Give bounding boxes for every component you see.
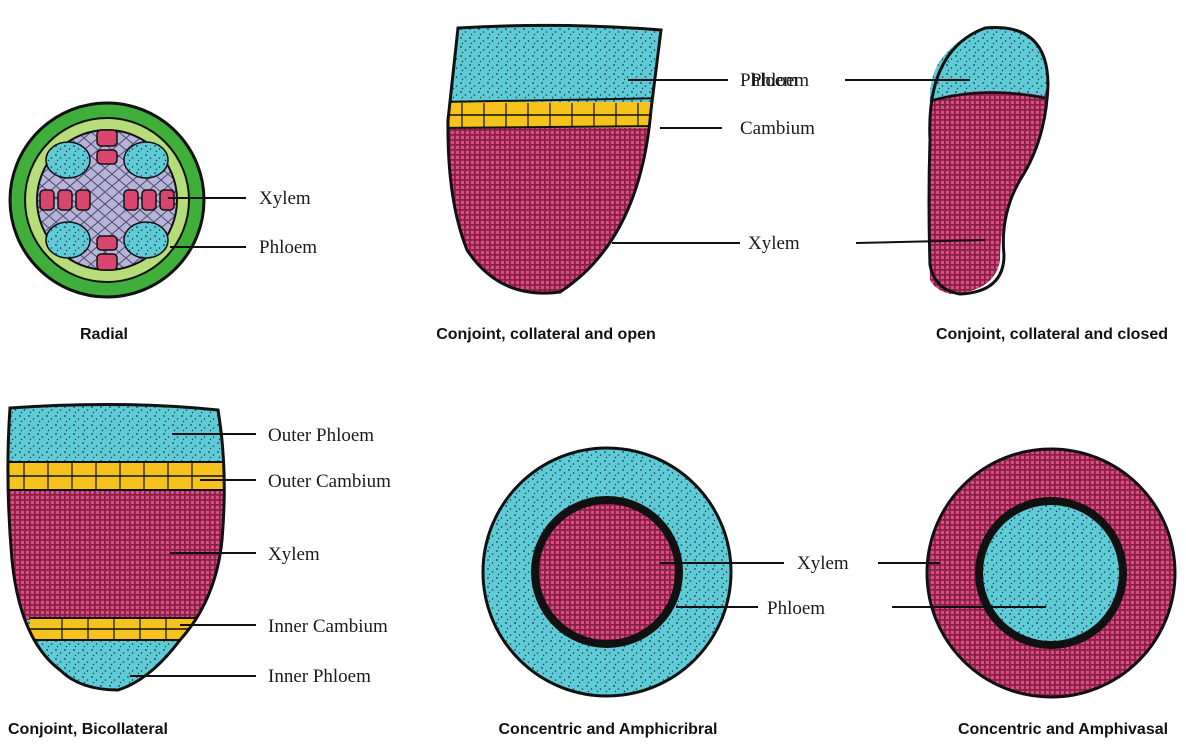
bi-outer-cambium-label: Outer Cambium [268,471,391,492]
amphicribral-xylem-core [535,500,679,644]
amphicribral-xylem-label: Xylem [797,553,849,574]
amphivasal-phloem-core [979,501,1123,645]
closed-caption: Conjoint, collateral and closed [936,326,1168,343]
radial-phloem-patch [46,142,90,178]
radial-caption: Radial [80,326,128,343]
radial-bundle: Xylem Phloem Radial [10,103,317,343]
radial-phloem-label: Phloem [259,237,317,258]
open-xylem-label: Xylem [748,233,800,254]
open-cambium-label: Cambium [740,118,815,139]
collateral-closed-bundle: Phloem Conjoint, collateral and closed [751,0,1168,343]
bi-outer-phloem-label: Outer Phloem [268,425,374,446]
amphicribral-phloem-label: Phloem [767,598,825,619]
closed-phloem-label: Phloem [751,70,809,91]
radial-xylem-label: Xylem [259,188,311,209]
bi-inner-phloem-label: Inner Phloem [268,666,371,687]
amphicribral-caption: Concentric and Amphicribral [499,721,718,738]
radial-phloem-patch [124,142,168,178]
amphivasal-caption: Concentric and Amphivasal [958,721,1168,738]
bicollateral-bundle: Outer Phloem Outer Cambium Xylem Inner C… [0,398,391,738]
open-caption: Conjoint, collateral and open [436,326,656,343]
radial-phloem-patch [46,222,90,258]
open-xylem-region [440,112,670,302]
bi-xylem-label: Xylem [268,544,320,565]
radial-phloem-patch [124,222,168,258]
amphicribral-bundle: Xylem Phloem Concentric and Amphicribral [483,448,849,738]
collateral-open-bundle: Phloem Cambium Xylem Conjoint, collatera… [436,18,815,343]
bi-xylem-region [0,480,240,620]
bi-caption: Conjoint, Bicollateral [8,721,168,738]
amphivasal-bundle: Concentric and Amphivasal [878,449,1175,738]
bi-inner-cambium-label: Inner Cambium [268,616,388,637]
